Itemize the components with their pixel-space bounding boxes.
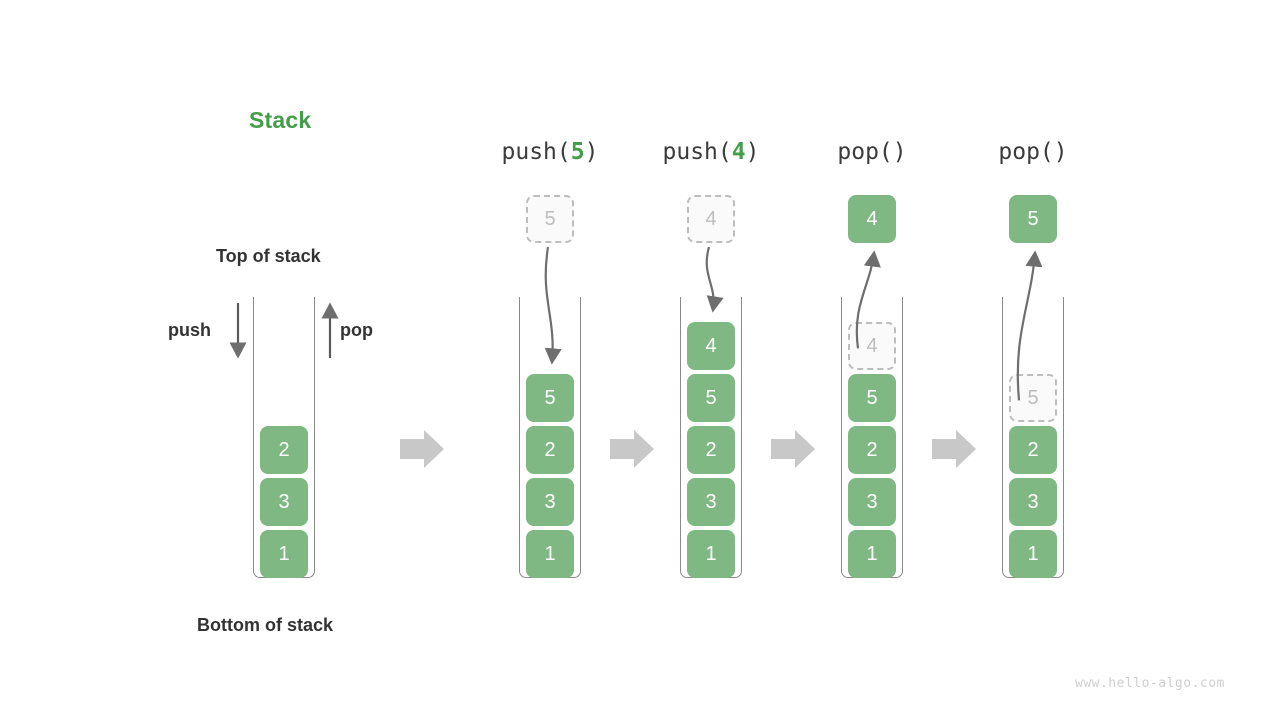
op-header-arg: 4 (731, 139, 746, 165)
stack-box-pop-1-0: 1 (848, 530, 896, 578)
stack-box-initial-2: 2 (260, 426, 308, 474)
stack-box-push-5-2: 2 (526, 426, 574, 474)
ghost-box-pop-1-4: 4 (848, 322, 896, 370)
op-header-push-4: push(4) (611, 139, 811, 165)
stack-box-pop-2-2: 2 (1009, 426, 1057, 474)
stack-box-push-4-4: 4 (687, 322, 735, 370)
stack-box-pop-2-1: 3 (1009, 478, 1057, 526)
stack-box-push-4-2: 2 (687, 426, 735, 474)
push-label: push (168, 320, 211, 340)
op-header-suffix: ) (584, 139, 599, 165)
op-header-arg: 5 (570, 139, 585, 165)
pop-label: pop (340, 320, 373, 340)
op-header-pop-1: pop() (772, 139, 972, 165)
stack-box-push-5-3: 5 (526, 374, 574, 422)
stack-box-floating-pop-1: 4 (848, 195, 896, 243)
transition-arrow-3 (932, 430, 976, 468)
bottom-of-stack-label: Bottom of stack (197, 615, 334, 635)
op-header-push-5: push(5) (450, 139, 650, 165)
stack-box-floating-pop-2: 5 (1009, 195, 1057, 243)
stack-box-pop-1-3: 5 (848, 374, 896, 422)
page-title: Stack (249, 107, 312, 133)
ghost-box-floating-push-4: 4 (687, 195, 735, 243)
transition-arrow-2 (771, 430, 815, 468)
stack-box-push-5-1: 3 (526, 478, 574, 526)
stack-box-pop-1-2: 2 (848, 426, 896, 474)
stack-box-initial-1: 3 (260, 478, 308, 526)
stack-box-push-4-3: 5 (687, 374, 735, 422)
ghost-box-floating-push-5: 5 (526, 195, 574, 243)
transition-arrow-0 (400, 430, 444, 468)
stack-box-pop-1-1: 3 (848, 478, 896, 526)
op-header-suffix: ) (1053, 139, 1068, 165)
op-header-prefix: pop( (998, 139, 1054, 165)
op-header-prefix: push( (501, 139, 571, 165)
op-header-suffix: ) (892, 139, 907, 165)
stack-box-pop-2-0: 1 (1009, 530, 1057, 578)
op-header-suffix: ) (745, 139, 760, 165)
op-header-prefix: push( (662, 139, 732, 165)
op-header-prefix: pop( (837, 139, 893, 165)
stack-box-initial-0: 1 (260, 530, 308, 578)
stack-box-push-5-0: 1 (526, 530, 574, 578)
transition-arrow-1 (610, 430, 654, 468)
ghost-box-pop-2-3: 5 (1009, 374, 1057, 422)
stack-box-push-4-1: 3 (687, 478, 735, 526)
op-header-pop-2: pop() (933, 139, 1133, 165)
stack-box-push-4-0: 1 (687, 530, 735, 578)
watermark: www.hello-algo.com (1075, 676, 1225, 691)
top-of-stack-label: Top of stack (216, 246, 321, 266)
